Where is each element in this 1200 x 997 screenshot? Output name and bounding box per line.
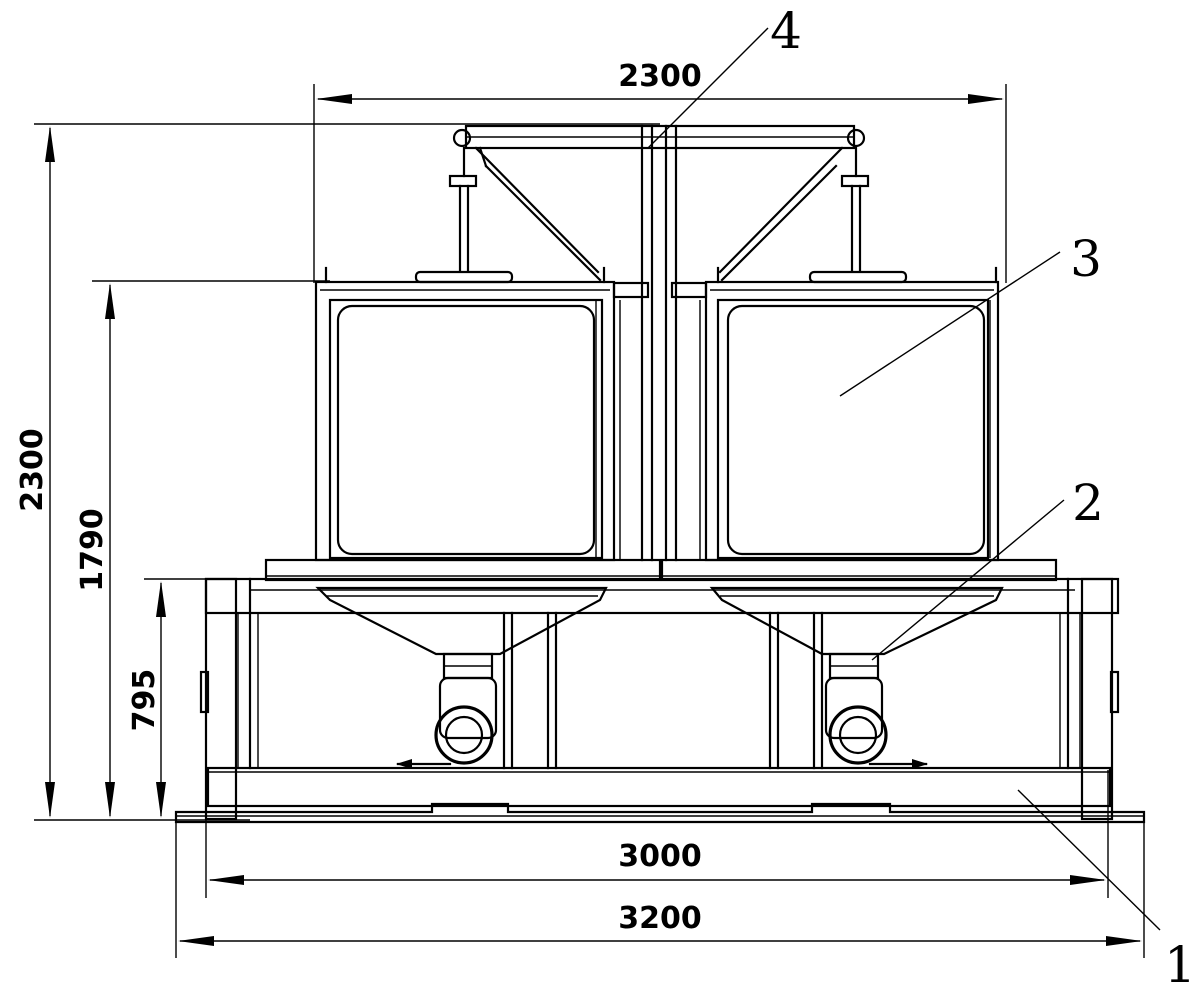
part-label-2: 2 <box>1072 474 1104 532</box>
dim-top-width: 2300 <box>618 59 702 94</box>
dim-base-height: 795 <box>127 669 162 732</box>
part-labels: 4 3 2 1 <box>770 2 1196 994</box>
platform <box>264 558 1058 582</box>
dim-outer-width: 3200 <box>618 901 702 936</box>
base-frame <box>174 577 1146 824</box>
part-leaders <box>647 27 1161 931</box>
hopper-right <box>709 586 1004 769</box>
container-right <box>704 266 1000 562</box>
part-label-1: 1 <box>1164 936 1196 994</box>
dim-inner-width: 3000 <box>618 839 702 874</box>
hopper-left <box>315 586 608 769</box>
dim-upper-height: 1790 <box>75 508 110 592</box>
dimension-text-group: 2300 2300 1790 795 3000 3200 <box>15 59 702 936</box>
dimension-lines <box>34 84 1145 958</box>
part-label-3: 3 <box>1070 230 1102 288</box>
crane-frame <box>448 124 870 562</box>
dim-total-height: 2300 <box>15 428 50 512</box>
part-label-4: 4 <box>770 2 802 60</box>
container-left <box>314 266 616 562</box>
